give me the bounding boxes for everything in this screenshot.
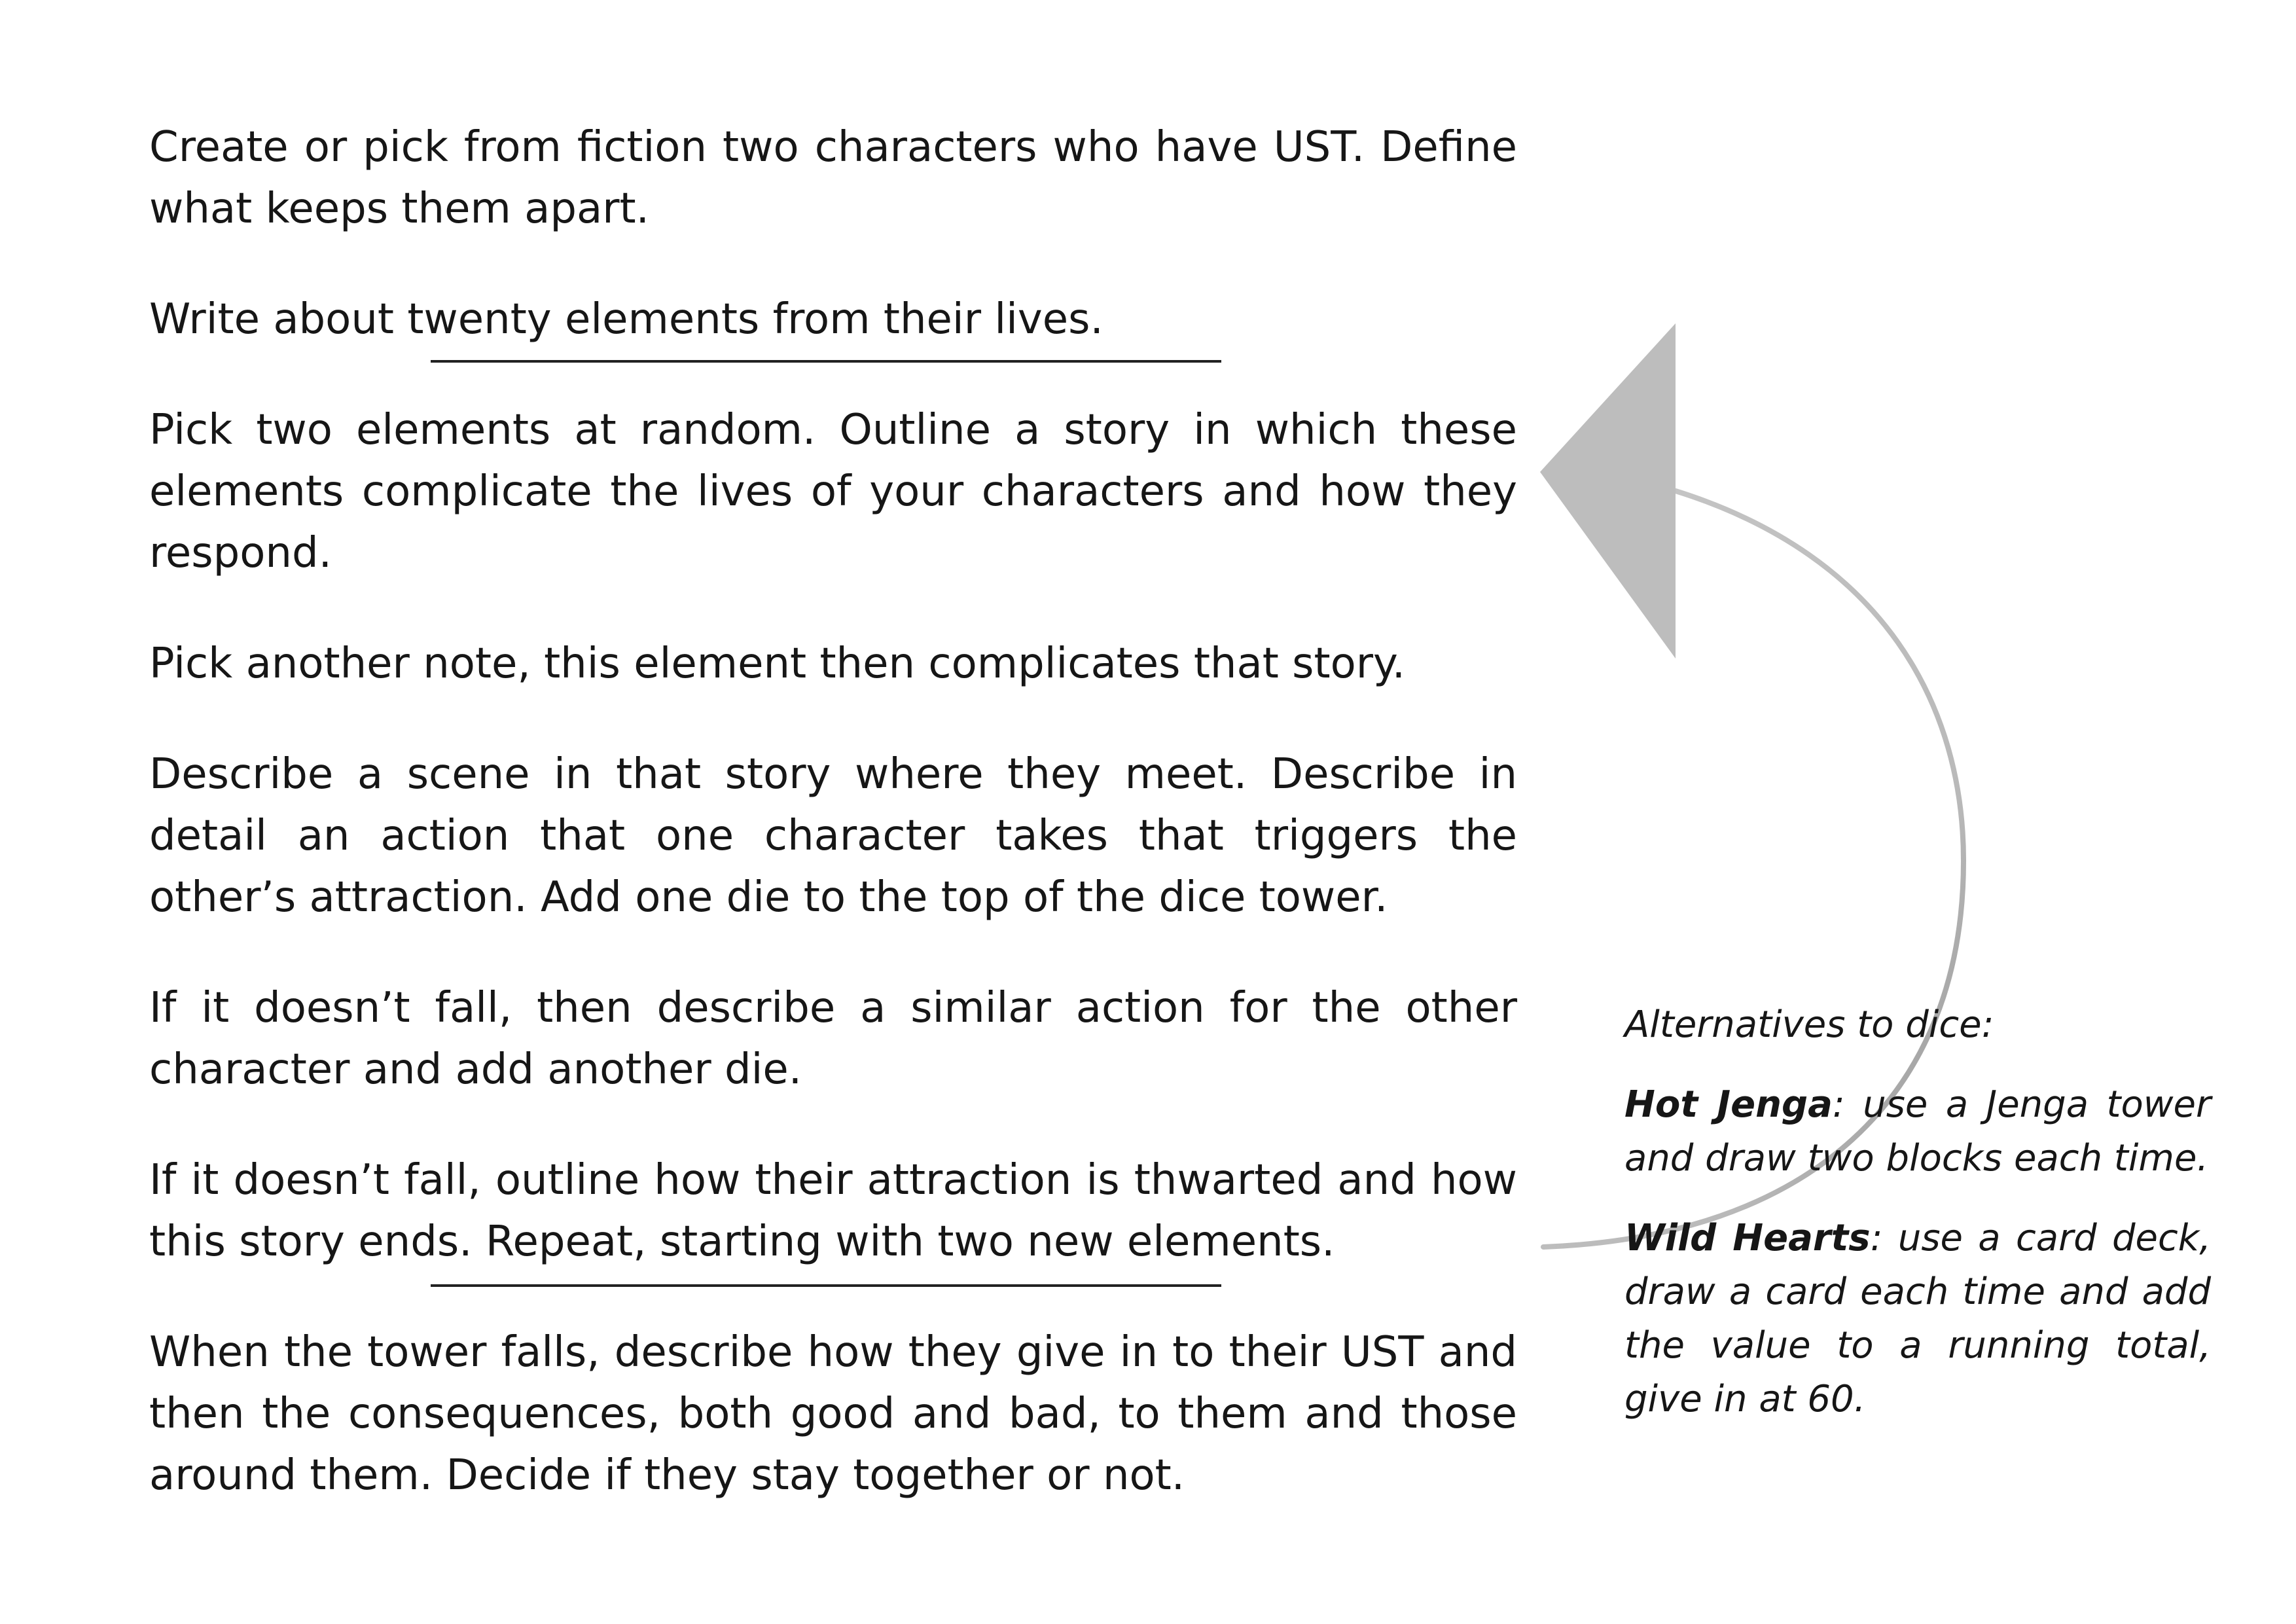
alternative-name: Wild Hearts (1624, 1217, 1871, 1259)
alternative-description: : use a Jenga tower and draw two blocks … (1624, 1083, 2212, 1180)
alternative-wild-hearts: Wild Hearts: use a card deck, draw a car… (1624, 1212, 2211, 1426)
instruction-paragraph: If it doesn’t fall, outline how their at… (149, 1156, 1517, 1266)
instructions-text: Create or pick from fiction two characte… (149, 117, 1517, 1506)
sidebar-intro: Alternatives to dice: (1624, 1003, 1994, 1046)
instruction-paragraph: Pick another note, this element then com… (149, 640, 1406, 688)
loop-start-divider (431, 360, 1221, 363)
instruction-paragraph: If it doesn’t fall, then describe a simi… (149, 984, 1517, 1094)
alternative-hot-jenga: Hot Jenga: use a Jenga tower and draw tw… (1624, 1078, 2211, 1185)
alternative-name: Hot Jenga (1624, 1083, 1833, 1126)
instruction-paragraph: Create or pick from fiction two characte… (149, 123, 1517, 233)
alternative-description: : use a card deck, draw a card each time… (1624, 1217, 2211, 1420)
instruction-paragraph: Pick two elements at random. Outline a s… (149, 406, 1517, 577)
loop-end-divider (431, 1284, 1221, 1287)
instruction-paragraph: Write about twenty elements from their l… (149, 295, 1103, 344)
instruction-paragraph: Describe a scene in that story where the… (149, 750, 1517, 922)
dice-alternatives-sidebar: Alternatives to dice: Hot Jenga: use a J… (1624, 998, 2211, 1426)
instruction-paragraph: When the tower falls, describe how they … (149, 1328, 1517, 1500)
